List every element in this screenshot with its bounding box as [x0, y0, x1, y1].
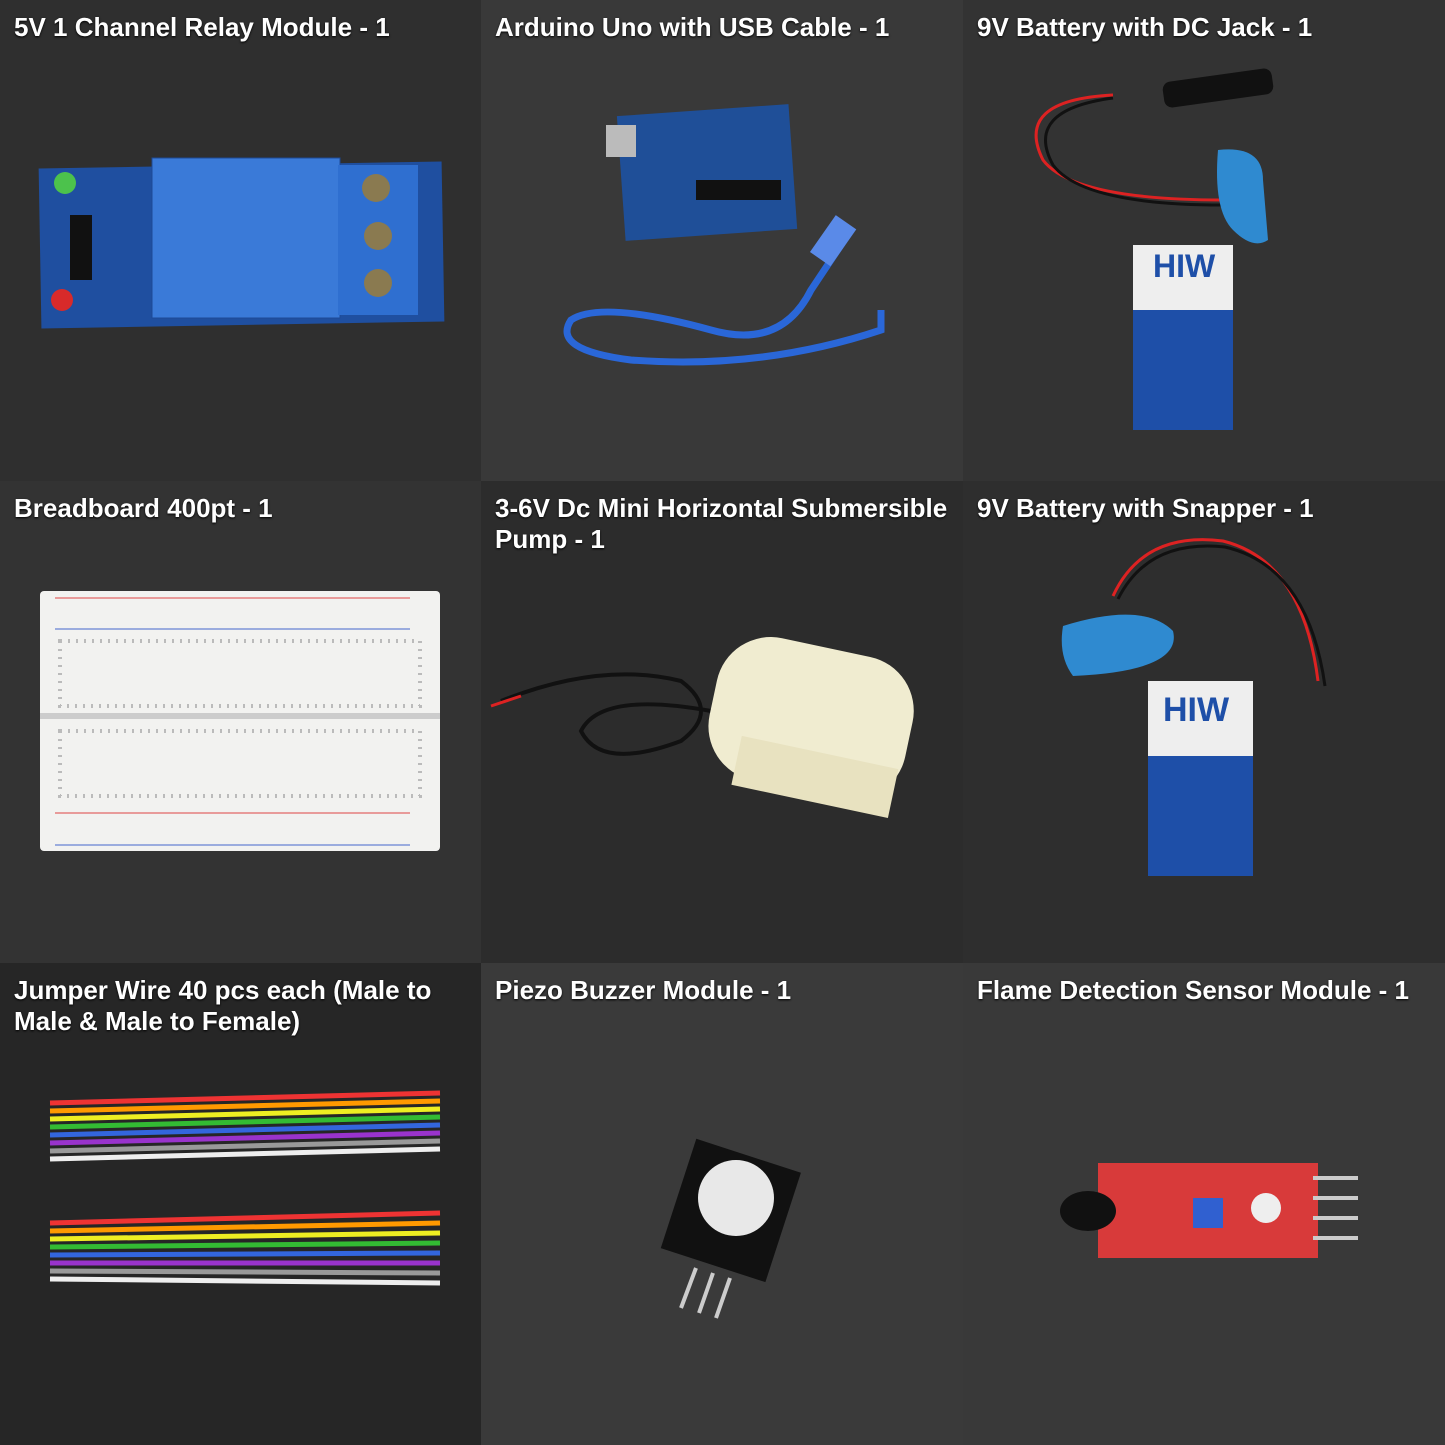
product-cell-battery-dc: HIW 9V Battery with DC Jack - 1	[963, 0, 1445, 481]
product-cell-buzzer: Piezo Buzzer Module - 1	[481, 963, 963, 1445]
flame-sensor-image	[1060, 1163, 1358, 1258]
product-title: 3-6V Dc Mini Horizontal Submersible Pump…	[495, 493, 948, 554]
jumper-wires-image	[49, 1090, 441, 1286]
product-cell-jumper-wires: Jumper Wire 40 pcs each (Male to Male & …	[0, 963, 481, 1445]
product-title: 5V 1 Channel Relay Module - 1	[14, 12, 390, 42]
product-title: Breadboard 400pt - 1	[14, 493, 273, 523]
product-title: Piezo Buzzer Module - 1	[495, 975, 792, 1005]
product-cell-flame-sensor: Flame Detection Sensor Module - 1	[963, 963, 1445, 1445]
battery-brand-label: HIW	[1163, 691, 1230, 729]
product-title: 9V Battery with Snapper - 1	[977, 493, 1314, 523]
product-cell-arduino: Arduino Uno with USB Cable - 1	[481, 0, 963, 481]
product-cell-breadboard: Breadboard 400pt - 1	[0, 481, 481, 963]
product-title: Jumper Wire 40 pcs each (Male to Male & …	[14, 975, 432, 1036]
product-cell-relay: 5V 1 Channel Relay Module - 1	[0, 0, 481, 481]
arduino-uno-image	[563, 104, 885, 366]
product-title: Arduino Uno with USB Cable - 1	[495, 12, 890, 42]
product-cell-battery-snapper: HIW 9V Battery with Snapper - 1	[963, 481, 1445, 963]
product-cell-pump: 3-6V Dc Mini Horizontal Submersible Pump…	[481, 481, 963, 963]
relay-module-image	[38, 157, 445, 329]
product-title: Flame Detection Sensor Module - 1	[977, 975, 1409, 1005]
breadboard-image	[40, 591, 440, 851]
product-title: 9V Battery with DC Jack - 1	[977, 12, 1313, 42]
battery-brand-label: HIW	[1153, 248, 1216, 284]
battery-dc-jack-image	[1034, 68, 1274, 430]
buzzer-module-image	[660, 1138, 801, 1319]
battery-snapper-image	[1061, 538, 1327, 876]
pump-image	[490, 637, 914, 819]
